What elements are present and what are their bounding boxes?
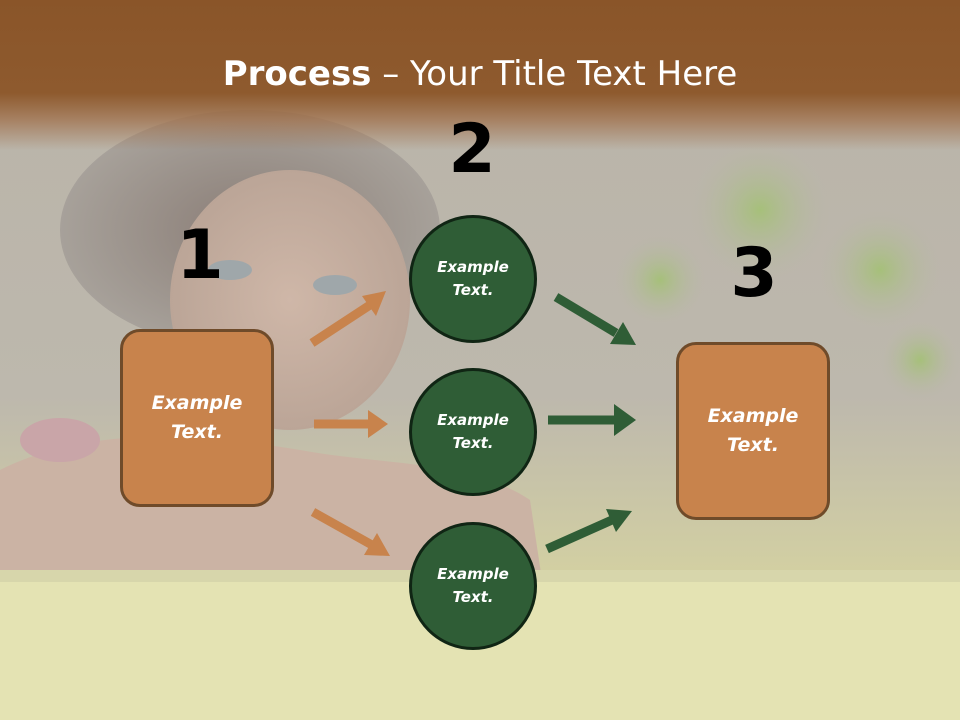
step-number-3: 3 — [730, 234, 778, 313]
arrow-top-to-right — [553, 293, 636, 345]
slide-title: Process – Your Title Text Here — [0, 52, 960, 96]
arrow-left-to-middle — [314, 410, 388, 438]
right-process-box: Example Text. — [676, 342, 830, 520]
arrow-middle-to-right — [548, 404, 636, 436]
process-circle-middle: Example Text. — [409, 368, 537, 496]
title-rest: – Your Title Text Here — [371, 54, 738, 94]
process-circle-top: Example Text. — [409, 215, 537, 343]
arrow-left-to-bottom — [310, 508, 390, 556]
arrow-bottom-to-right — [545, 509, 632, 554]
step-number-2: 2 — [448, 110, 496, 189]
process-circle-bottom: Example Text. — [409, 522, 537, 650]
title-bold: Process — [222, 54, 372, 94]
step-number-1: 1 — [176, 216, 224, 295]
title-band — [0, 0, 960, 150]
arrow-left-to-top — [309, 291, 386, 347]
left-process-box: Example Text. — [120, 329, 274, 507]
